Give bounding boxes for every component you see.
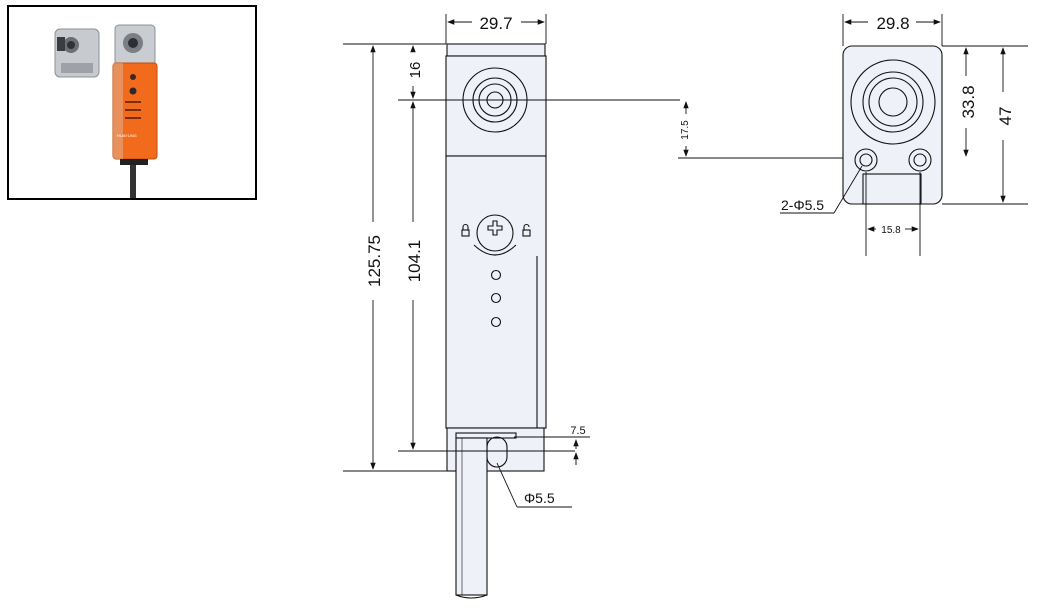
side-height-label: 47 <box>996 107 1015 126</box>
side-lens-inner <box>868 77 918 127</box>
side-width-label: 29.8 <box>876 14 909 33</box>
product-photo: HUAYUNG <box>54 24 158 198</box>
front-view <box>445 43 547 599</box>
side-view <box>842 45 943 205</box>
side-dimensions <box>780 14 1028 256</box>
side-lens-core <box>878 87 908 117</box>
side-lens-outer <box>850 59 936 145</box>
hole-spacing-label: 15.8 <box>881 225 901 236</box>
front-main-body <box>445 155 547 429</box>
product-photo-frame: HUAYUNG <box>7 5 257 200</box>
unlock-icon <box>522 229 531 237</box>
front-top-cap <box>446 43 546 57</box>
lens-height-label: 33.8 <box>959 85 978 118</box>
lens-offset-label: 17.5 <box>680 120 691 140</box>
front-width-label: 29.7 <box>479 14 512 33</box>
cable-hole-label: Φ5.5 <box>524 490 555 506</box>
mount-hole-right <box>908 148 932 172</box>
side-bottom-tab <box>862 173 922 205</box>
cable <box>455 437 488 596</box>
top-offset-label: 16 <box>407 62 424 79</box>
indicator-dot <box>490 269 502 281</box>
front-upper-body <box>445 55 547 157</box>
lock-icon <box>461 229 470 237</box>
mount-hole-left <box>854 148 878 172</box>
cable-offset-label: 7.5 <box>570 425 585 437</box>
unlock-shackle <box>523 223 530 230</box>
sensor-photo: HUAYUNG <box>112 24 158 198</box>
brand-label: HUAYUNG <box>117 133 137 138</box>
indicator-dot <box>490 292 502 304</box>
indicator-dot <box>490 316 502 328</box>
mount-holes-label: 2-Φ5.5 <box>781 197 824 213</box>
lock-shackle <box>462 223 469 230</box>
actuator-photo <box>54 28 100 78</box>
front-dimension-labels: 29.7 125.75 104.1 16 17.5 7.5 Φ5.5 <box>365 14 691 506</box>
cable-end <box>455 594 488 599</box>
screw-arc <box>473 244 517 256</box>
body-height-label: 104.1 <box>405 240 424 283</box>
adjust-screw <box>476 214 514 252</box>
side-lens-mid <box>862 71 924 133</box>
front-dimensions <box>343 14 890 508</box>
screw-cross-icon <box>487 220 503 236</box>
side-dimension-labels: 29.8 33.8 47 2-Φ5.5 15.8 <box>781 14 1015 236</box>
overall-height-label: 125.75 <box>365 235 384 287</box>
